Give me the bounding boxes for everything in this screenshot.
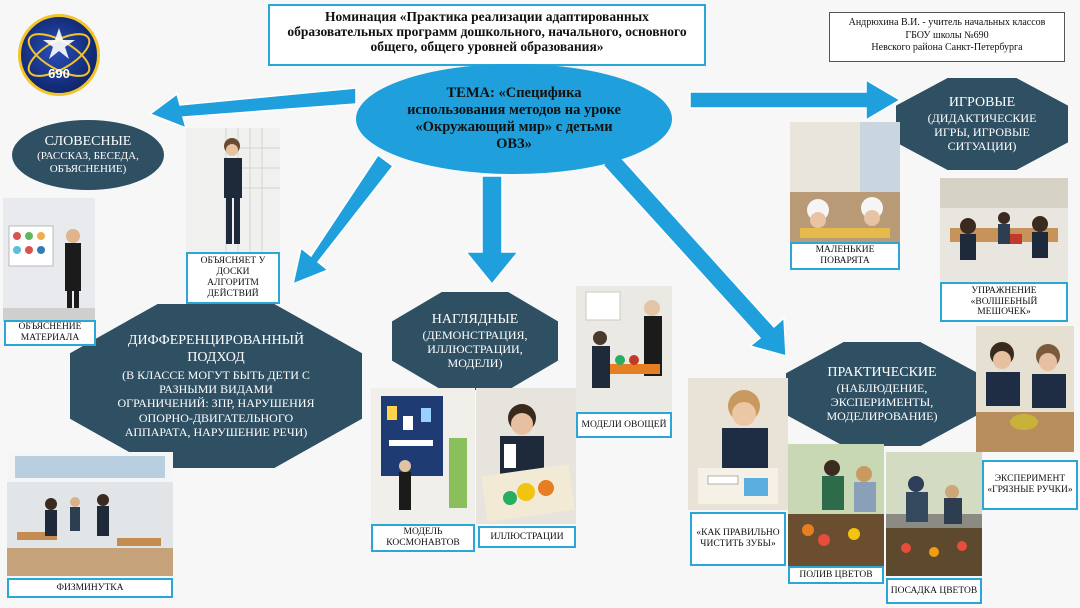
method-visual: НАГЛЯДНЫЕ (ДЕМОНСТРАЦИЯ, ИЛЛЮСТРАЦИИ, МО… [392, 292, 558, 390]
photo-veg-models [576, 286, 672, 412]
logo-number: 690 [48, 65, 70, 81]
caption-explain-material-text: ОБЪЯСНЕНИЕ МАТЕРИАЛА [18, 322, 82, 343]
method-practical-desc: (НАБЛЮДЕНИЕ, ЭКСПЕРИМЕНТЫ, МОДЕЛИРОВАНИЕ… [826, 381, 938, 424]
caption-explain-board: ОБЪЯСНЯЕТ У ДОСКИ АЛГОРИТМ ДЕЙСТВИЙ [186, 252, 280, 304]
school-logo: 690 [18, 14, 100, 96]
caption-magic-bag: УПРАЖНЕНИЕ «ВОЛШЕБНЫЙ МЕШОЧЕК» [940, 282, 1068, 322]
caption-dirty-hands: ЭКСПЕРИМЕНТ «ГРЯЗНЫЕ РУЧКИ» [982, 460, 1078, 510]
arrow-left-icon [148, 87, 357, 130]
caption-illustrations-text: ИЛЛЮСТРАЦИИ [490, 531, 564, 542]
orbit-emblem-icon [27, 28, 91, 77]
arrow-down-right-icon [601, 151, 787, 358]
arrow-down-center-icon [464, 175, 520, 286]
nomination-text: Номинация «Практика реализации адаптиров… [287, 9, 687, 54]
method-verbal: СЛОВЕСНЫЕ (РАССКАЗ, БЕСЕДА, ОБЪЯСНЕНИЕ) [12, 120, 164, 190]
photo-girl-at-board [186, 128, 280, 252]
photo-planting [886, 452, 982, 576]
method-verbal-desc: (РАССКАЗ, БЕСЕДА, ОБЪЯСНЕНИЕ) [37, 150, 139, 176]
caption-little-cooks-text: МАЛЕНЬКИЕ ПОВАРЯТА [815, 245, 875, 266]
caption-watering: ПОЛИВ ЦВЕТОВ [788, 566, 884, 584]
caption-cosmonaut-model-text: МОДЕЛЬ КОСМОНАВТОВ [386, 527, 460, 548]
method-game-desc: (ДИДАКТИЧЕСКИЕ ИГРЫ, ИГРОВЫЕ СИТУАЦИИ) [927, 111, 1037, 154]
photo-little-cooks [790, 122, 900, 242]
author-line-2: ГБОУ школы №690 [905, 29, 989, 41]
method-game-title: ИГРОВЫЕ [948, 94, 1016, 110]
caption-planting-text: ПОСАДКА ЦВЕТОВ [890, 585, 978, 596]
photo-teeth [688, 378, 788, 510]
caption-planting: ПОСАДКА ЦВЕТОВ [886, 578, 982, 604]
photo-illustrations [476, 388, 576, 524]
method-visual-desc: (ДЕМОНСТРАЦИЯ, ИЛЛЮСТРАЦИИ, МОДЕЛИ) [422, 328, 528, 371]
caption-cosmonaut-model: МОДЕЛЬ КОСМОНАВТОВ [371, 524, 475, 552]
caption-illustrations: ИЛЛЮСТРАЦИИ [478, 526, 576, 548]
method-differentiated-desc: (В КЛАССЕ МОГУТ БЫТЬ ДЕТИ С РАЗНЫМИ ВИДА… [117, 368, 315, 439]
method-differentiated: ДИФФЕРЕНЦИРОВАННЫЙ ПОДХОД (В КЛАССЕ МОГУ… [70, 304, 362, 468]
method-practical-title: ПРАКТИЧЕСКИЕ [827, 364, 937, 380]
photo-teacher-explaining [3, 198, 95, 322]
method-game: ИГРОВЫЕ (ДИДАКТИЧЕСКИЕ ИГРЫ, ИГРОВЫЕ СИТ… [896, 78, 1068, 170]
arrow-right-icon [689, 78, 902, 122]
photo-watering [788, 444, 884, 566]
method-differentiated-title: ДИФФЕРЕНЦИРОВАННЫЙ ПОДХОД [127, 333, 305, 365]
caption-veg-models: МОДЕЛИ ОВОЩЕЙ [576, 412, 672, 438]
author-box: Андрюхина В.И. - учитель начальных класс… [829, 12, 1065, 62]
caption-dirty-hands-text: ЭКСПЕРИМЕНТ «ГРЯЗНЫЕ РУЧКИ» [987, 474, 1073, 495]
caption-teeth: «КАК ПРАВИЛЬНО ЧИСТИТЬ ЗУБЫ» [690, 512, 786, 566]
method-visual-title: НАГЛЯДНЫЕ [431, 311, 519, 327]
caption-veg-models-text: МОДЕЛИ ОВОЩЕЙ [581, 419, 667, 430]
topic-text: ТЕМА: «Специфика использования методов н… [407, 84, 621, 153]
caption-explain-material: ОБЪЯСНЕНИЕ МАТЕРИАЛА [4, 320, 96, 346]
caption-watering-text: ПОЛИВ ЦВЕТОВ [799, 569, 873, 580]
photo-magic-bag [940, 178, 1068, 282]
author-line-3: Невского района Санкт-Петербурга [871, 42, 1023, 53]
caption-little-cooks: МАЛЕНЬКИЕ ПОВАРЯТА [790, 242, 900, 270]
topic-ellipse: ТЕМА: «Специфика использования методов н… [356, 64, 672, 174]
arrow-down-left-icon [291, 153, 395, 286]
photo-dirty-hands [976, 326, 1074, 452]
photo-exercise-break [7, 452, 173, 576]
method-verbal-title: СЛОВЕСНЫЕ [44, 133, 132, 149]
caption-exercise-break-text: ФИЗМИНУТКА [56, 582, 124, 593]
caption-teeth-text: «КАК ПРАВИЛЬНО ЧИСТИТЬ ЗУБЫ» [696, 528, 780, 549]
caption-magic-bag-text: УПРАЖНЕНИЕ «ВОЛШЕБНЫЙ МЕШОЧЕК» [970, 285, 1038, 318]
author-line-1: Андрюхина В.И. - учитель начальных класс… [848, 17, 1046, 28]
method-practical: ПРАКТИЧЕСКИЕ (НАБЛЮДЕНИЕ, ЭКСПЕРИМЕНТЫ, … [786, 342, 978, 446]
photo-cosmonaut-model [371, 388, 475, 524]
caption-exercise-break: ФИЗМИНУТКА [7, 578, 173, 598]
caption-explain-board-text: ОБЪЯСНЯЕТ У ДОСКИ АЛГОРИТМ ДЕЙСТВИЙ [200, 256, 266, 299]
